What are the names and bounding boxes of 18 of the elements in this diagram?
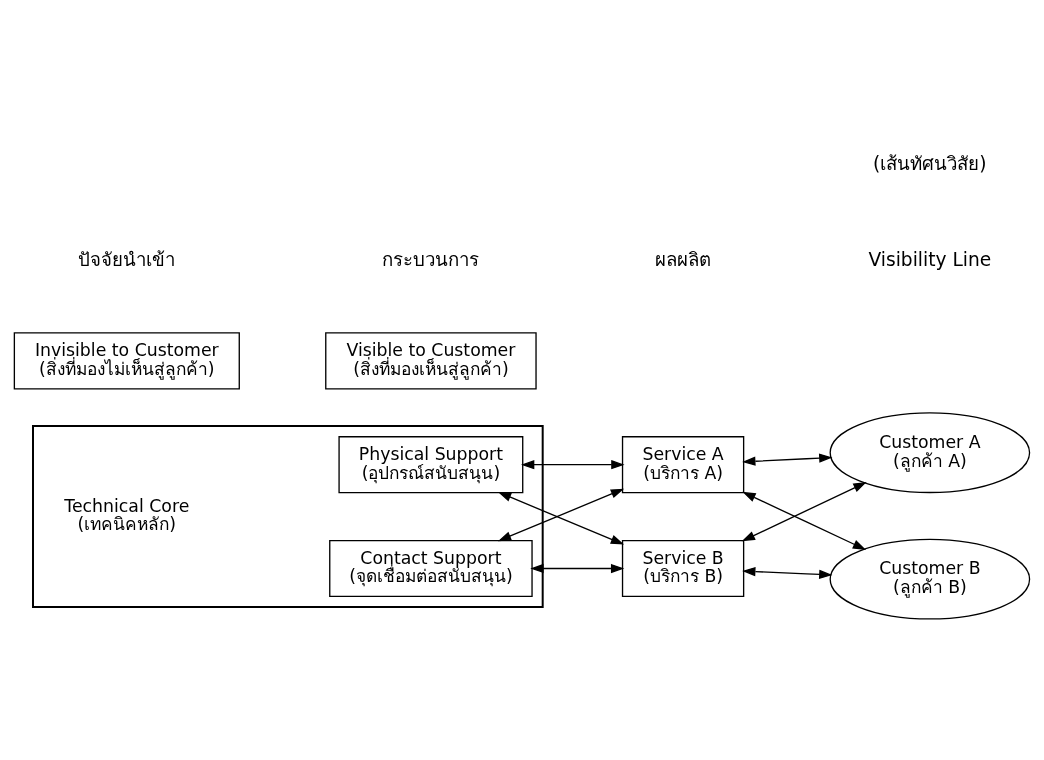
node-box: Service B (บริการ B) (621, 539, 745, 598)
node-box: Invisible to Customer (สิ่งที่มองไม่เห็นสู่ลูกค้า) (13, 332, 240, 390)
label: (เส้นทัศนวิสัย) (873, 153, 987, 175)
node-box: Visible to Customer (สิ่งที่มองเห็นสู่ลูกค้า) (325, 332, 537, 390)
node-text: Technical Core (เทคนิคหลัก) (64, 495, 190, 535)
label: กระบวนการ (382, 249, 480, 271)
label: ผลผลิต (655, 249, 712, 271)
label: Visibility Line (868, 249, 992, 271)
arrow (741, 482, 867, 542)
arrow (742, 491, 867, 550)
label: ปัจจัยนำเข้า (78, 249, 176, 271)
arrow (530, 563, 625, 574)
arrow (742, 566, 833, 580)
node-box: Service A (บริการ A) (621, 436, 745, 494)
node-box: Contact Support (จุดเชื่อมต่อสนับสนุน) (329, 539, 533, 598)
arrow (742, 453, 833, 466)
node-box: Physical Support (อุปกรณ์สนับสนุน) (338, 436, 524, 494)
arrow (521, 460, 625, 470)
